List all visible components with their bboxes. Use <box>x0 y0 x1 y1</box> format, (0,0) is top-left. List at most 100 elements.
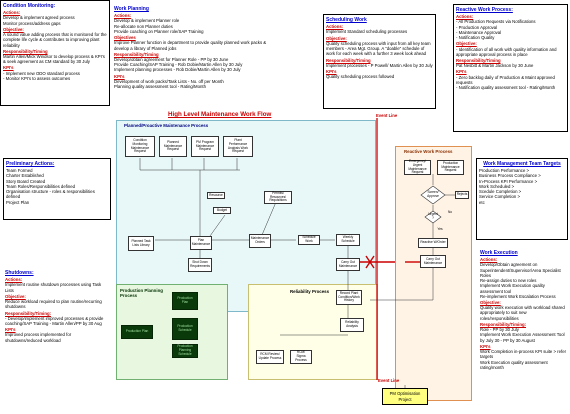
wm-target: In-Process KPI Performance > <box>479 178 538 184</box>
rcm-sigma-node: RCM/ Sigma Process <box>290 350 312 364</box>
screen-approve-node: Screen/ Approve <box>427 190 439 198</box>
preliminary-item: Project Plan <box>6 199 30 205</box>
reactive-order-node: Reactive W/Order <box>418 238 448 248</box>
cm-request-node: Condition Monitoring Maintenance Request <box>125 136 155 157</box>
wm-target: Service Completion > <box>479 194 520 200</box>
preliminary-item: Team Roles/Responsibilities defined <box>6 183 76 189</box>
wm-target: Production Performance > <box>479 168 530 174</box>
wm-target: Scedule Completion > <box>479 189 522 195</box>
rw-resp: Pat Nesbitt & Martin Jackson by 30 June <box>456 63 534 69</box>
rw-kpi-heading: KPI's <box>456 69 467 75</box>
rejects-node: Rejects <box>455 191 469 199</box>
work-execution-box: Work Execution Actions: Develop/Obtain a… <box>478 248 568 412</box>
yes-label: Yes <box>437 226 443 231</box>
wp-resp-heading: Responsibility/Timing <box>114 51 159 57</box>
preliminary-actions-title: Preliminary Actions: <box>6 161 55 167</box>
we-resp: Role - PP by 30 July <box>480 327 519 333</box>
urgent-node: Urgent ? <box>428 212 438 220</box>
work-planning-title: Work Planning <box>114 6 149 12</box>
rw-resp-heading: Responsibility/Timing <box>456 57 501 63</box>
production-planning-schedule-node: Production Planning Schedule <box>172 344 198 358</box>
wp-resp: Provide Coaching/SAP Training - Rob Dobi… <box>114 62 243 68</box>
wm-team-targets-title: Work Management Team Targets <box>483 161 561 167</box>
we-action: Develop/Obtain agreement on Superintende… <box>480 262 561 278</box>
shutdowns-title: Shutdowns: <box>5 270 34 276</box>
reliability-title: Reliability Process <box>290 289 330 294</box>
production-maint-request-node: Production Maintenance Request <box>437 160 464 175</box>
sw-action: Implement Standard scheduling processes <box>326 29 408 35</box>
sw-objective-heading: Objective: <box>326 35 347 41</box>
rcm-review-node: RCM Review/ Update Process <box>256 350 284 364</box>
wm-target: Work Scheduled > <box>479 183 515 189</box>
we-action: Implement Work Execution quality assessm… <box>480 283 545 294</box>
rw-action: - Production Approval <box>456 24 498 30</box>
schedule-work-node: Schedule Work <box>298 235 320 245</box>
wp-objective-heading: Objectives <box>114 35 136 41</box>
carry-out-right-node: Carry Out Maintenance <box>420 255 446 268</box>
we-objective-heading: Objective: <box>480 299 501 305</box>
scheduling-work-title: Scheduling Work <box>326 17 367 23</box>
preliminary-item: Story Board Created <box>6 178 46 184</box>
plan-maintenance-node: Plan Maintenance <box>190 236 212 250</box>
rw-action: - Maintenance Approval <box>456 29 502 35</box>
sd-action: Implement routine shutdown processes usi… <box>5 282 102 293</box>
wm-team-targets-box: Work Management Team Targets Production … <box>476 158 568 240</box>
cm-objective-heading: Objective: <box>3 26 24 32</box>
scheduling-work-box: Scheduling Work Actions: Implement Stand… <box>323 14 436 109</box>
wp-resp: Develop/obtain agreement for Planner Rol… <box>114 56 229 62</box>
we-resp: Implement Work Execution Assessment Tool… <box>480 332 565 343</box>
wp-kpi: Development of work packs/Task Lists - N… <box>114 78 224 84</box>
wm-target: etc <box>479 199 485 205</box>
sd-actions-heading: Actions: <box>5 277 23 283</box>
diagram-title: High Level Maintenance Work Flow <box>168 111 272 118</box>
cm-kpi: - Implement new ODO standard process <box>3 70 80 76</box>
work-planning-box: Work Planning Actions: Develop & impleme… <box>112 4 272 104</box>
cm-resp: Martin Allen/Mick Windsor to develop pro… <box>3 53 105 65</box>
wp-kpi: Planning quality assessment tool - Ratin… <box>114 84 206 90</box>
wp-actions-heading: Actions: <box>114 13 132 19</box>
reactive-panel-title: Reactive Work Process <box>404 149 453 154</box>
shutdowns-box: Shutdowns: Actions: Implement routine sh… <box>3 268 111 356</box>
reliability-analysis-node: Reliability Analysis <box>340 318 364 332</box>
planned-tasks-node: Planned Task Lists Library <box>128 236 154 251</box>
condition-monitoring-title: Condition Monitoring: <box>3 3 56 9</box>
we-objective: Quality work execution with workload sha… <box>480 305 565 321</box>
cm-kpi-heading: KPI's <box>3 65 14 71</box>
wp-action: Re-allocate non Planner duties <box>114 23 173 29</box>
sw-actions-heading: Actions: <box>326 24 344 30</box>
rw-kpi: - Zero backlog daily of Production & Mai… <box>456 74 555 85</box>
cm-kpi: - Monitor KPI's to assess outcomes <box>3 75 71 81</box>
sd-kpi: Improved process implemented for shutdow… <box>5 332 72 343</box>
production-plan-node: Production Plan <box>172 292 198 310</box>
we-action: Re-implement Work Escalation Process <box>480 293 556 299</box>
reactive-work-title: Reactive Work Process: <box>456 7 513 13</box>
we-actions-heading: Actions: <box>480 257 498 263</box>
event-line-label: Event Line <box>378 378 400 383</box>
pm-optimisation-box: PM Optimisation Project <box>382 388 428 405</box>
preliminary-item: Organisation structure - roles & respons… <box>6 189 95 200</box>
condition-monitoring-box: Condition Monitoring: Actions: Develop &… <box>0 0 110 106</box>
pm-program-node: PM Program Maintenance Request <box>191 136 219 157</box>
we-kpi: Work Execution quality assessment rating… <box>480 359 548 370</box>
carry-out-top-node: Carry Out Maintenance <box>336 258 360 271</box>
sw-resp: Implement processes - P Powell/ Martin A… <box>326 62 433 68</box>
maintenance-orders-node: Maintenance Orders <box>249 234 271 248</box>
sd-resp-heading: Responsibility/Timing: <box>5 310 51 316</box>
resource-node: Resource <box>207 192 225 199</box>
we-kpi-heading: KPI's <box>480 343 491 349</box>
wp-action: Develop & implement Planner role <box>114 18 180 24</box>
sd-kpi-heading: KPI's <box>5 327 16 333</box>
cm-action: Develop & implement agreed process <box>3 15 75 21</box>
cm-actions-heading: Actions: <box>3 10 21 16</box>
cm-resp-heading: Responsibility/Timing <box>3 48 48 54</box>
event-line-label: Event Line <box>376 113 398 118</box>
cm-action: Monitor process/address gaps <box>3 20 61 26</box>
planned-request-node: Planned Maintenance Request <box>159 136 187 157</box>
no-label: No <box>447 209 453 214</box>
rw-objective-heading: Objective: <box>456 41 477 47</box>
rw-actions-heading: Actions: <box>456 14 474 20</box>
production-planning-title: Production Planning Process <box>120 288 163 299</box>
we-resp-heading: Responsibility/Timing: <box>480 321 526 327</box>
preliminary-actions-box: Preliminary Actions: Team Formed Charter… <box>3 158 111 220</box>
